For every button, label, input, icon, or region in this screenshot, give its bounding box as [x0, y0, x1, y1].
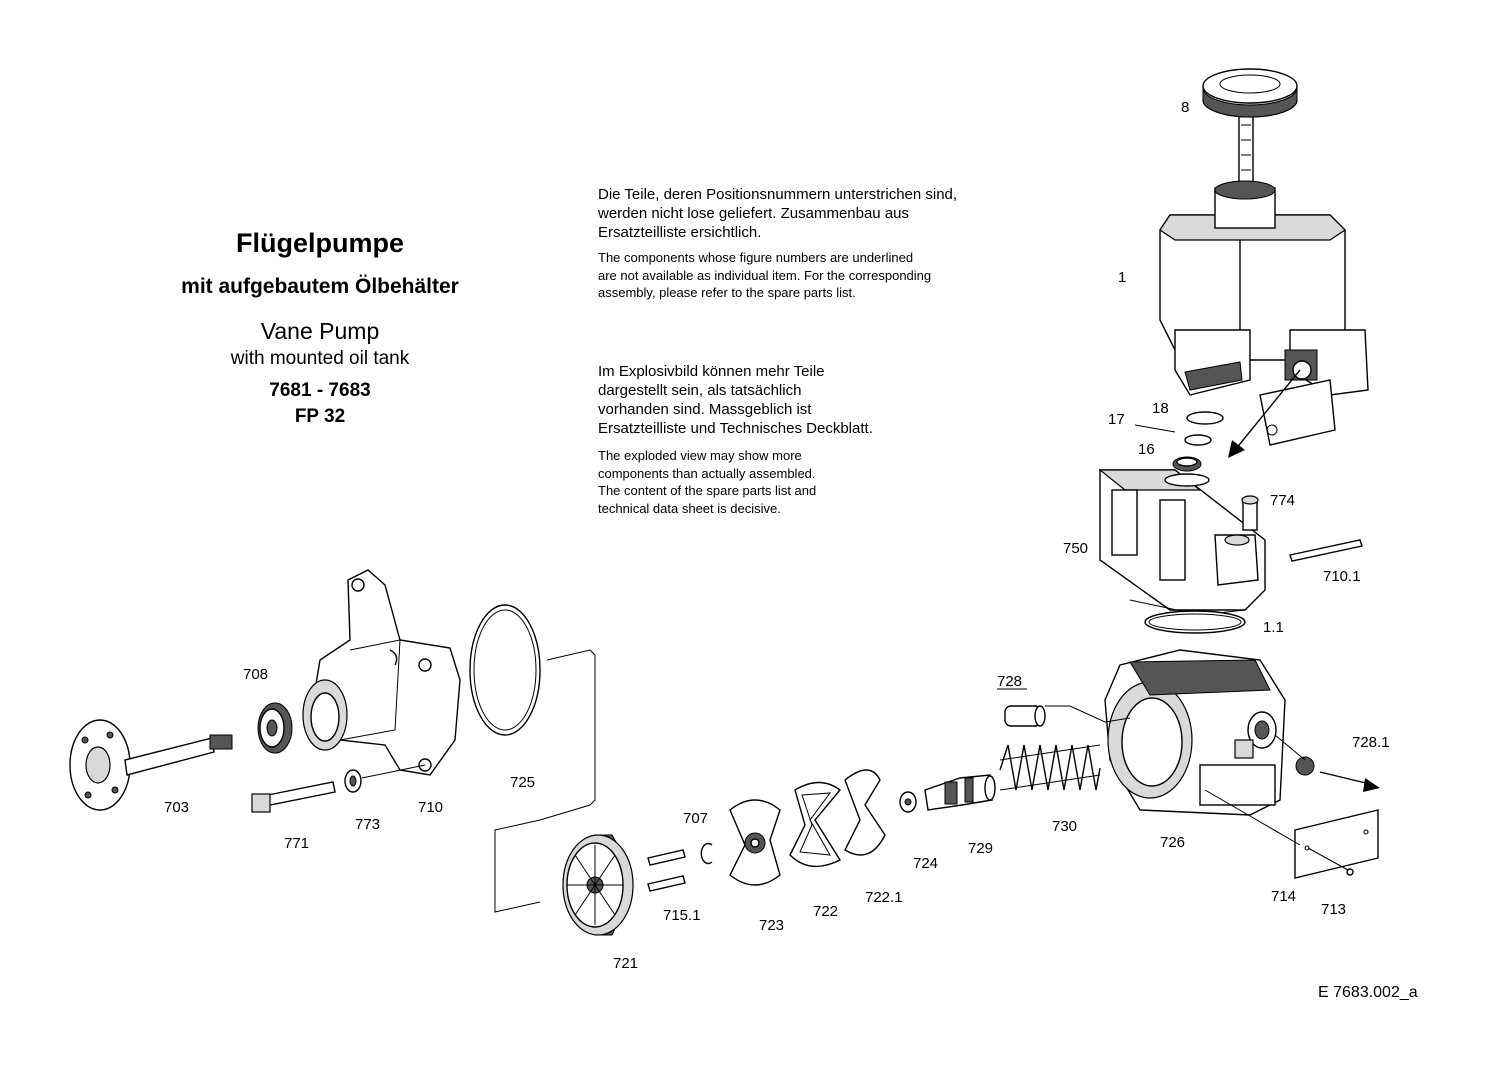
title-german: Flügelpumpe [236, 228, 404, 258]
part-714-nameplate [1204, 789, 1379, 879]
label-part-714: 714 [1271, 888, 1296, 905]
label-part-728-1: 728.1 [1352, 734, 1390, 751]
label-part-722: 722 [813, 903, 838, 920]
part-728-1-screw-plug [1274, 734, 1380, 792]
part-1-oil-tank [1159, 180, 1369, 446]
part-774-screw [1241, 495, 1259, 531]
label-part-715-1: 715.1 [663, 907, 701, 924]
label-part-17: 17 [1108, 411, 1125, 428]
label-part-723: 723 [759, 917, 784, 934]
document-reference: E 7683.002_a [1318, 984, 1418, 1001]
label-part-16: 16 [1138, 441, 1155, 458]
part-18-17-16-seals [1134, 411, 1224, 472]
label-part-708: 708 [243, 666, 268, 683]
title-english: Vane Pump [260, 318, 380, 344]
label-part-730: 730 [1052, 818, 1077, 835]
part-723-plate [729, 799, 781, 886]
part-703-drive-shaft [69, 719, 233, 811]
part-710-1-pin [1289, 539, 1363, 562]
label-part-750: 750 [1063, 540, 1088, 557]
label-part-1-1: 1.1 [1263, 619, 1284, 636]
label-part-8: 8 [1181, 99, 1189, 116]
part-730-spring [999, 744, 1101, 791]
label-part-725: 725 [510, 774, 535, 791]
part-771-bolt [251, 781, 336, 813]
part-708-shaft-seal [257, 702, 293, 754]
label-part-726: 726 [1160, 834, 1185, 851]
exploded-note-german: Im Explosivbild können mehr Teile darges… [598, 363, 873, 437]
label-part-728: 728 [997, 673, 1022, 690]
part-721-rotor-cartridge [562, 834, 634, 936]
label-part-729: 729 [968, 840, 993, 857]
label-part-774: 774 [1270, 492, 1295, 509]
label-part-1: 1 [1118, 269, 1126, 286]
part-724-ring [899, 791, 917, 813]
label-part-18: 18 [1152, 400, 1169, 417]
part-707-retaining-ring [700, 842, 713, 865]
part-722-cam-ring [789, 781, 842, 868]
part-728-plug [997, 688, 1131, 727]
assembly-bracket-725 [494, 649, 596, 913]
part-labels: 8 1 18 17 16 774 750 710.1 1.1 728 728.1… [164, 99, 1390, 972]
part-726-housing [1104, 649, 1286, 816]
label-part-707: 707 [683, 810, 708, 827]
model-numbers: 7681 - 7683 [269, 380, 371, 401]
underline-note-german: Die Teile, deren Positionsnummern unters… [598, 186, 958, 241]
part-725-o-ring [469, 604, 541, 736]
part-1-1-o-ring [1144, 610, 1246, 634]
part-750-cover [1098, 469, 1266, 616]
label-part-771: 771 [284, 835, 309, 852]
part-729-valve [924, 774, 996, 811]
part-773-washer [344, 764, 426, 793]
label-part-721: 721 [613, 955, 638, 972]
subtitle-english: with mounted oil tank [230, 348, 410, 369]
label-part-724: 724 [913, 855, 938, 872]
label-part-722-1: 722.1 [865, 889, 903, 906]
part-715-1-pins [647, 849, 686, 892]
exploded-note-english: The exploded view may show more componen… [598, 448, 817, 516]
part-722-1-plate [844, 769, 886, 856]
flow-arrow-tank [1228, 369, 1301, 458]
label-part-710-1: 710.1 [1323, 568, 1361, 585]
part-8-filler-cap [1202, 68, 1298, 186]
label-part-713: 713 [1321, 901, 1346, 918]
subtitle-german: mit aufgebautem Ölbehälter [181, 275, 459, 298]
pump-code: FP 32 [294, 406, 346, 427]
label-part-710: 710 [418, 799, 443, 816]
underline-note-english: The components whose figure numbers are … [598, 250, 932, 300]
label-part-773: 773 [355, 816, 380, 833]
part-710-flange-housing [302, 569, 461, 776]
label-part-703: 703 [164, 799, 189, 816]
